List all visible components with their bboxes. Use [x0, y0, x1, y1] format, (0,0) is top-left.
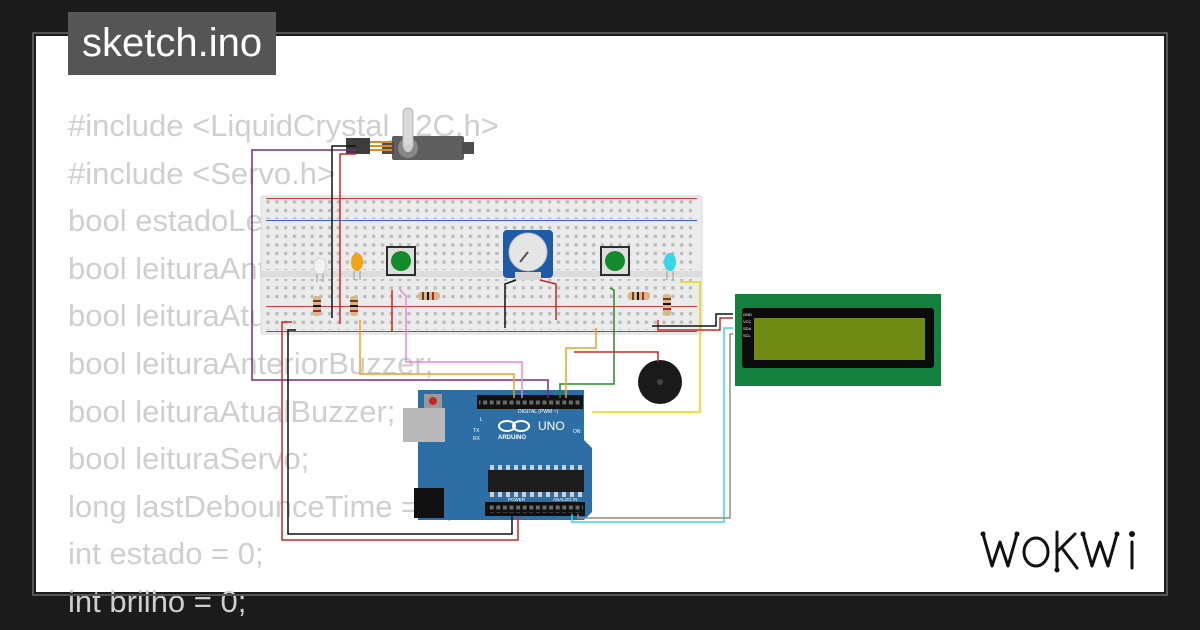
code-line: bool leituraAtualBuzzer;	[68, 393, 396, 429]
thumbnail-card: #include <LiquidCrystal_I2C.h> #include …	[36, 36, 1164, 619]
tx-label: TX	[473, 428, 480, 434]
analog-label: ANALOG IN	[553, 497, 578, 502]
code-line: bool leituraAnteriorBuzzer;	[68, 345, 434, 381]
pushbutton-left[interactable]	[386, 246, 416, 276]
l-label: L	[480, 417, 483, 423]
lcd-pin-vcc: VCC	[743, 319, 752, 324]
piezo-buzzer[interactable]	[638, 360, 682, 404]
rx-label: RX	[473, 436, 481, 442]
code-line: bool leituraServo;	[68, 441, 310, 477]
led-white[interactable]	[313, 257, 327, 282]
wokwi-logo	[978, 522, 1148, 580]
lcd-pin-scl: SCL	[743, 333, 752, 338]
pushbutton-right[interactable]	[600, 246, 630, 276]
digital-pins-label: DIGITAL (PWM ~)	[518, 409, 558, 415]
resistor[interactable]	[663, 294, 671, 316]
lcd-display[interactable]: GND VCC SDA SCL	[735, 294, 941, 386]
power-label: POWER	[508, 497, 526, 502]
breadboard[interactable]	[260, 195, 703, 335]
resistor[interactable]	[350, 296, 358, 316]
code-line: #include <Servo.h>	[68, 155, 336, 191]
lcd-pin-sda: SDA	[743, 326, 752, 331]
servo-motor[interactable]	[346, 107, 474, 160]
resistor[interactable]	[418, 292, 440, 300]
arduino-label: ARDUINO	[498, 435, 526, 441]
lcd-pin-gnd: GND	[743, 312, 752, 317]
code-line: int brilho = 0;	[68, 583, 247, 619]
potentiometer[interactable]	[503, 230, 553, 280]
wires	[251, 145, 733, 541]
arduino-uno-board[interactable]: DIGITAL (PWM ~) UNO ARDUINO TX RX ON L P…	[403, 390, 592, 520]
file-name-tag: sketch.ino	[68, 12, 277, 75]
code-preview: #include <LiquidCrystal_I2C.h> #include …	[68, 102, 499, 626]
code-line: int estado = 0;	[68, 536, 264, 572]
on-label: ON	[573, 429, 581, 435]
resistor[interactable]	[313, 296, 321, 316]
wokwi-logo-mark	[980, 530, 1135, 573]
led-yellow[interactable]	[351, 253, 363, 280]
resistor[interactable]	[628, 292, 650, 300]
led-cyan[interactable]	[664, 253, 676, 280]
uno-label: UNO	[538, 419, 565, 433]
